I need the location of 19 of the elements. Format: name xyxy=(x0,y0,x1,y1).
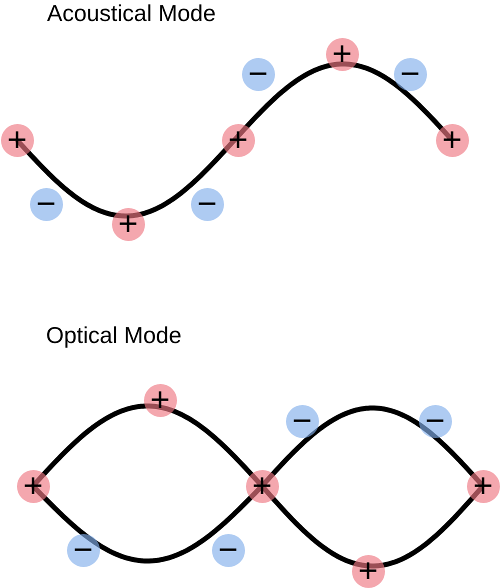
mode-heading: Acoustical Mode xyxy=(47,0,216,27)
positive-ion: + xyxy=(0,124,34,156)
positive-ion: + xyxy=(144,384,176,416)
positive-ion: + xyxy=(222,124,254,156)
positive-ion: + xyxy=(466,470,500,502)
positive-ion: + xyxy=(436,124,468,156)
negative-ion: − xyxy=(418,404,452,438)
negative-ion: − xyxy=(242,58,274,90)
positive-ion: + xyxy=(16,470,50,502)
negative-ion: − xyxy=(212,534,244,566)
positive-ion: + xyxy=(326,38,358,70)
positive-ion: + xyxy=(112,208,144,240)
negative-ion: − xyxy=(190,188,224,220)
negative-ion: − xyxy=(30,188,62,220)
negative-ion: − xyxy=(286,404,318,438)
positive-ion: + xyxy=(352,554,384,588)
mode-heading: Optical Mode xyxy=(46,322,182,349)
negative-ion: − xyxy=(66,534,100,566)
negative-ion: − xyxy=(394,58,426,90)
